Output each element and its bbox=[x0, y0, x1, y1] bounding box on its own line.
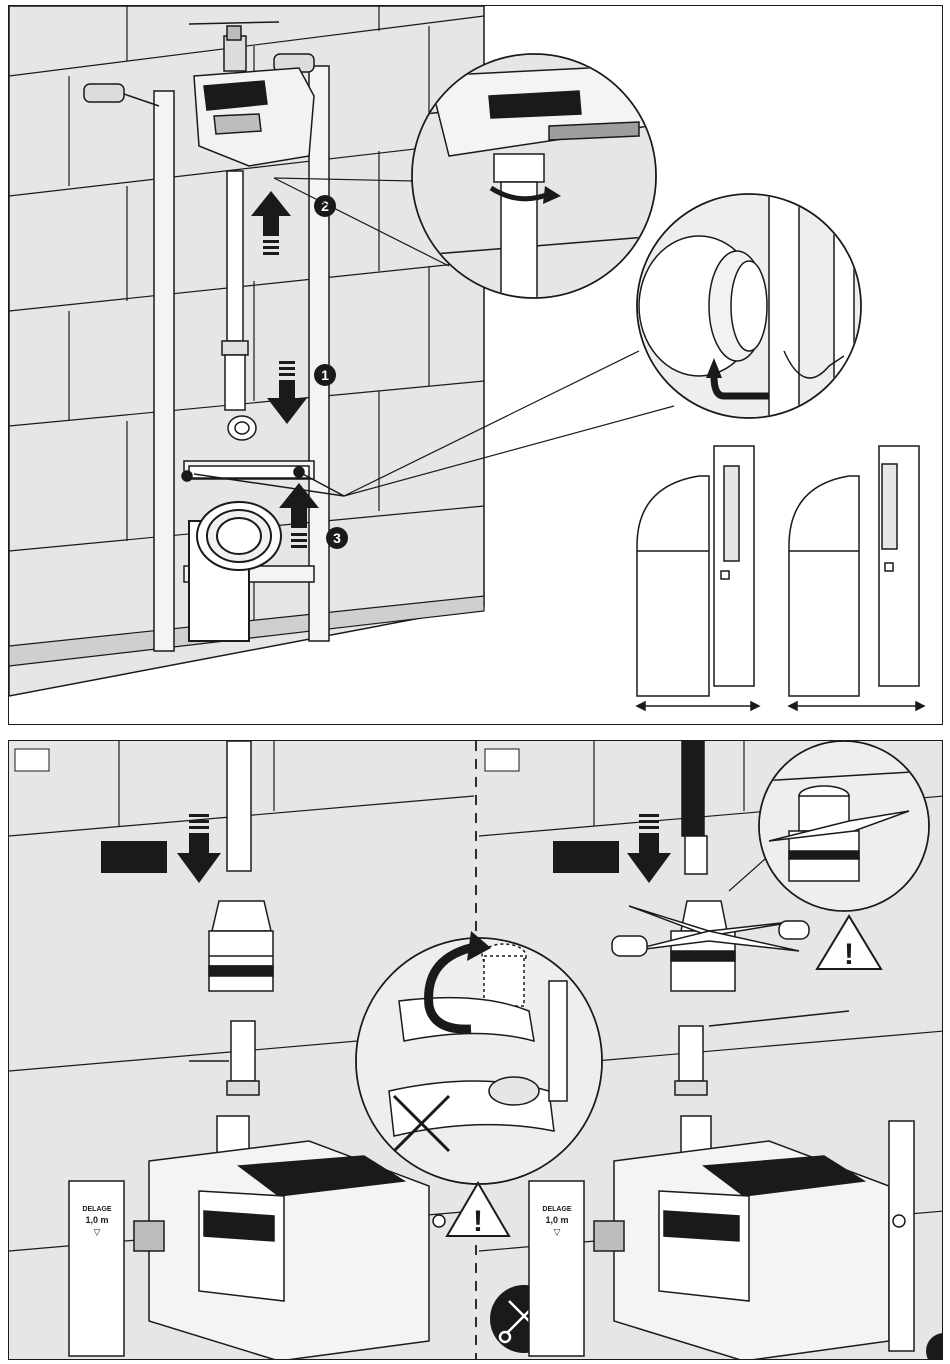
label-bar-left bbox=[101, 841, 167, 873]
section-view-left bbox=[637, 446, 759, 710]
frame-hole-left bbox=[433, 1215, 445, 1227]
step-callout-2: 2 bbox=[314, 195, 336, 217]
svg-text:1: 1 bbox=[321, 367, 329, 383]
label-bar-right bbox=[553, 841, 619, 873]
pipe-black-right bbox=[682, 741, 704, 836]
meter-label-right-arrow: ▽ bbox=[554, 1227, 561, 1237]
svg-text:2: 2 bbox=[321, 198, 329, 214]
step-tag-left bbox=[15, 749, 49, 771]
pipe-white-right bbox=[685, 836, 707, 874]
section-view-right bbox=[789, 446, 924, 710]
frame-hole-right bbox=[893, 1215, 905, 1227]
bottom-diagram-svg: DELAGE 1,0 m ▽ bbox=[9, 741, 943, 1360]
meter-label-right-line1: DELAGE bbox=[542, 1206, 572, 1213]
svg-text:!: ! bbox=[473, 1205, 483, 1238]
step-callout-1: 1 bbox=[314, 364, 336, 386]
meter-label-right-line2: 1,0 m bbox=[545, 1215, 568, 1225]
zoom-detail-cut-edge bbox=[759, 741, 929, 911]
pipe-white-left bbox=[227, 741, 251, 871]
top-diagram-svg: 2 1 3 bbox=[9, 6, 943, 725]
svg-text:!: ! bbox=[844, 938, 854, 971]
step-tag-right bbox=[485, 749, 519, 771]
compression-fitting-left bbox=[209, 901, 273, 991]
meter-label-line1: DELAGE bbox=[82, 1206, 112, 1213]
meter-label-line2: 1,0 m bbox=[85, 1215, 108, 1225]
svg-text:3: 3 bbox=[333, 530, 341, 546]
meter-label-arrow: ▽ bbox=[94, 1227, 101, 1237]
installation-diagram-bottom: DELAGE 1,0 m ▽ bbox=[8, 740, 943, 1360]
installation-diagram-top: 2 1 3 bbox=[8, 5, 943, 725]
zoom-detail-seal bbox=[634, 191, 864, 436]
step-callout-3: 3 bbox=[326, 527, 348, 549]
